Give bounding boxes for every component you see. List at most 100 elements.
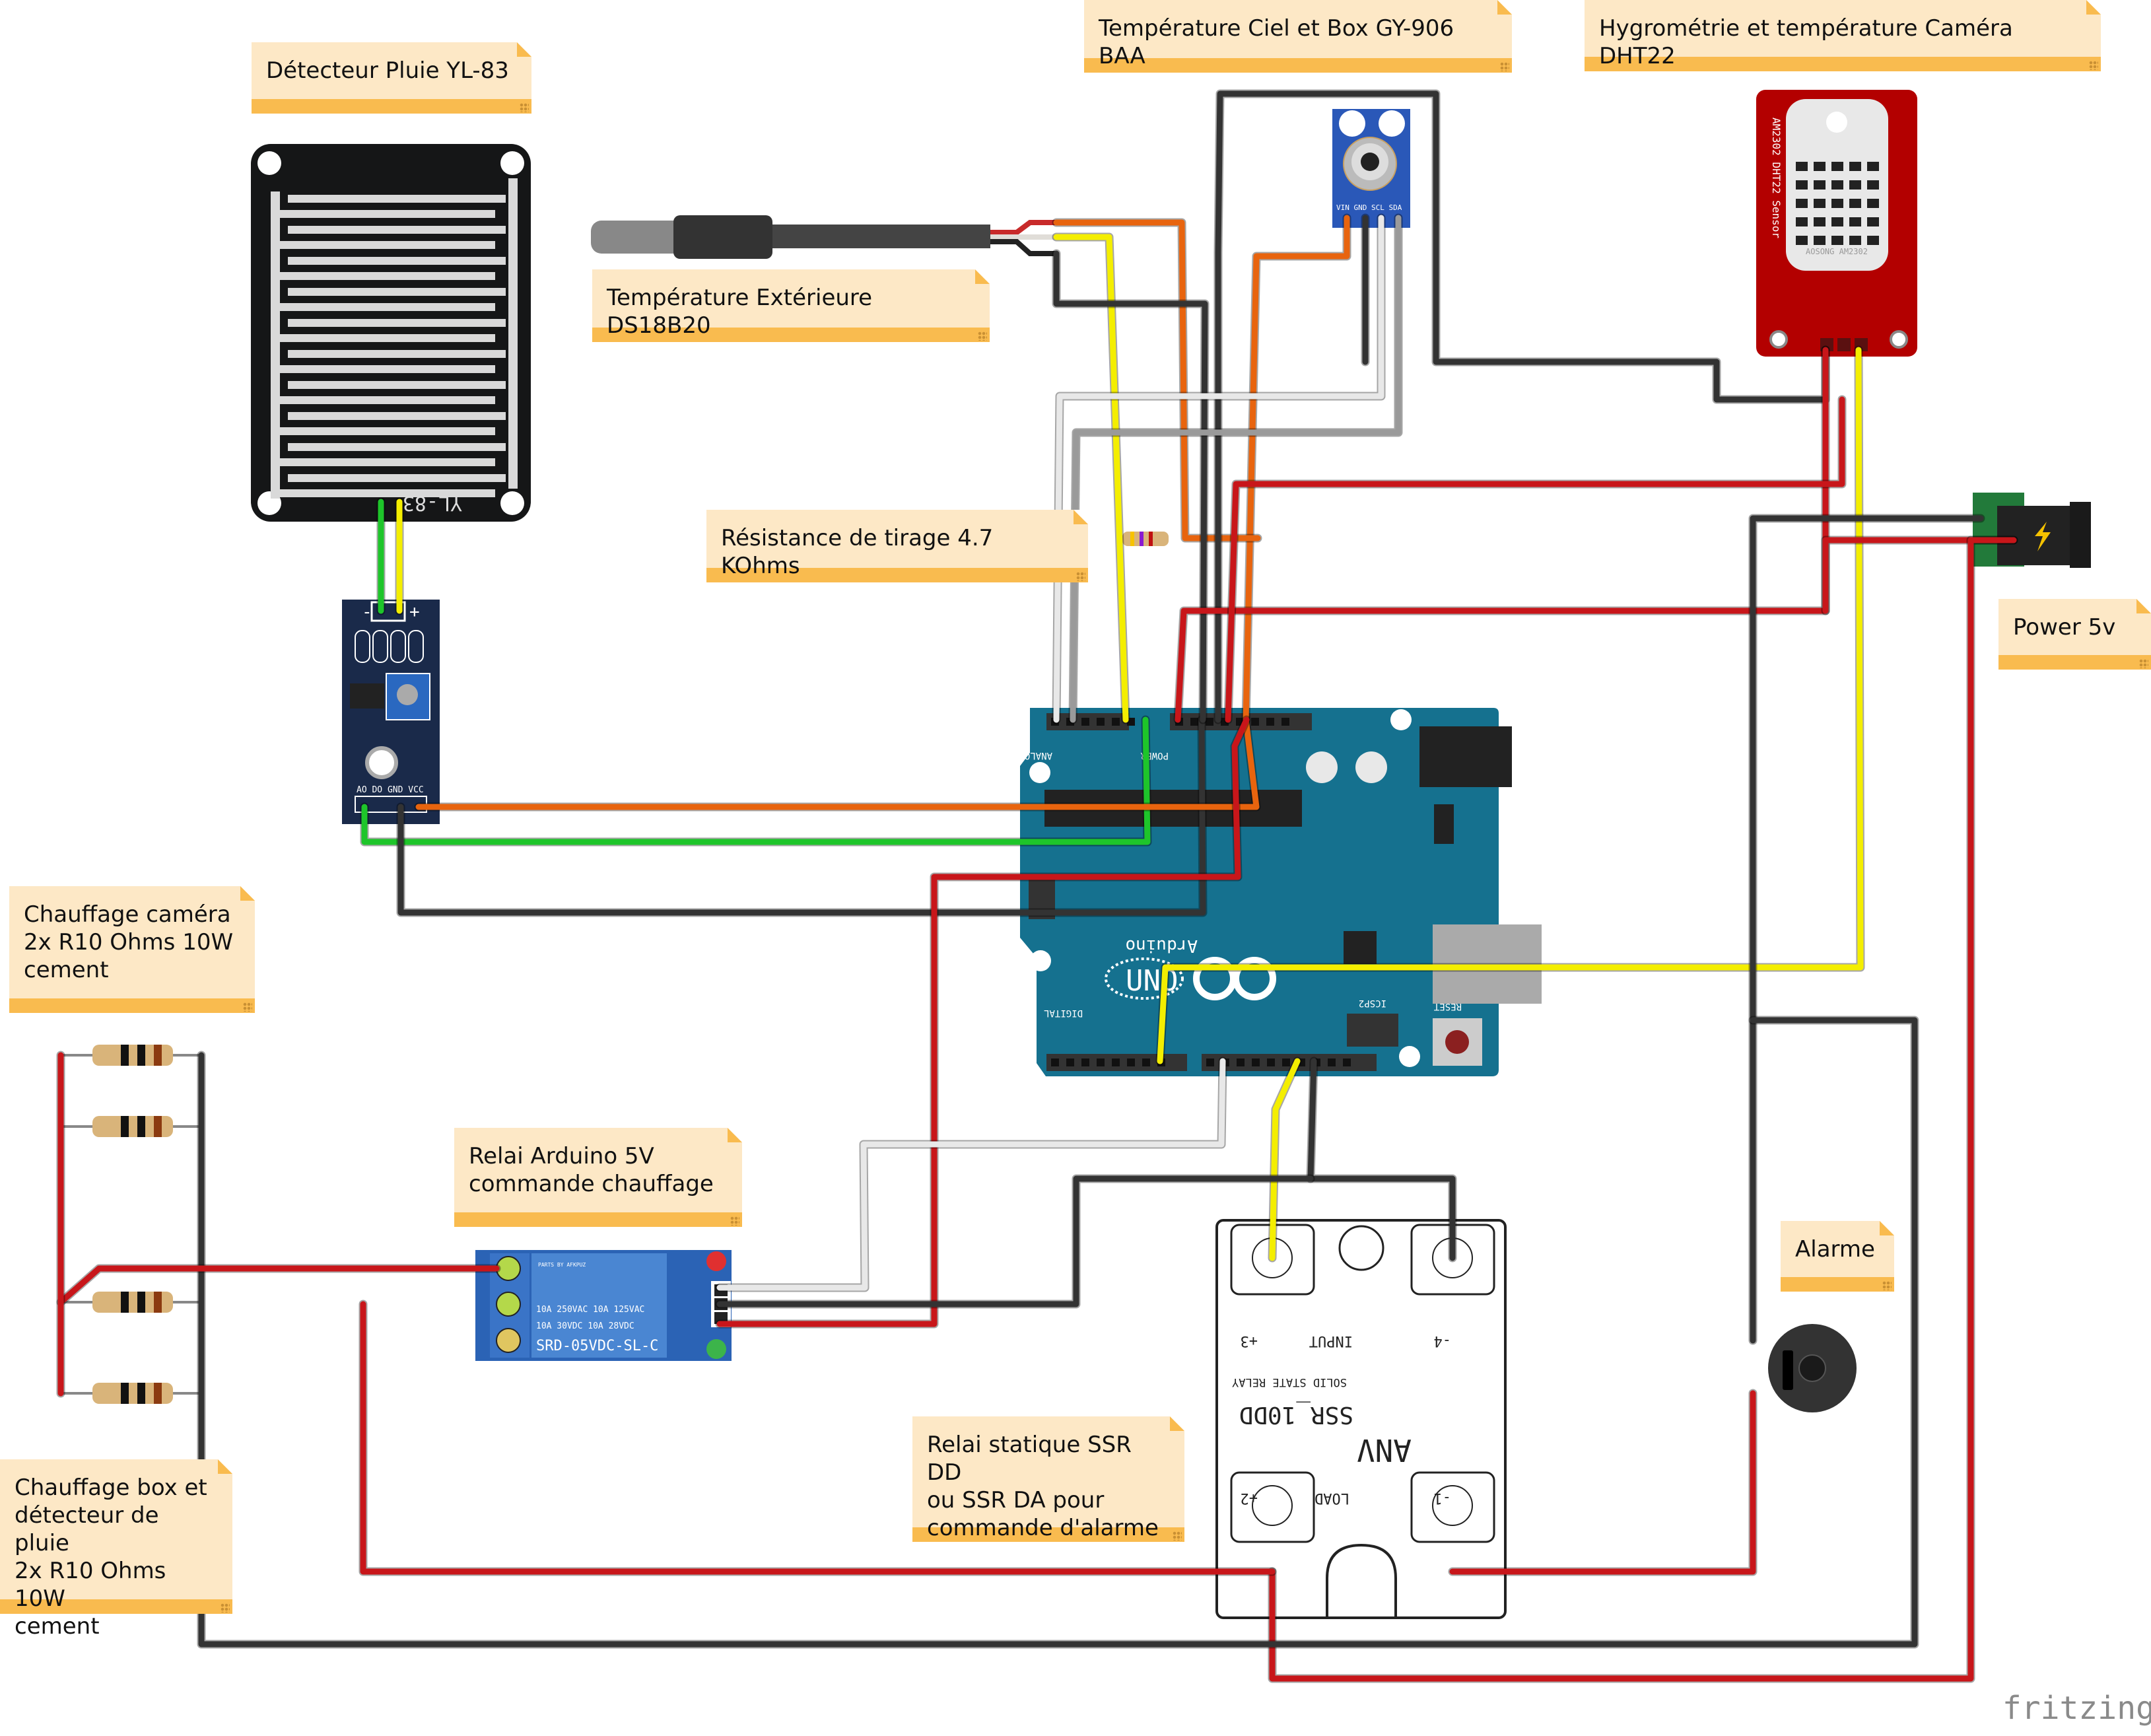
note-text: Détecteur Pluie YL-83 bbox=[266, 57, 509, 84]
header-pin[interactable] bbox=[1237, 1059, 1245, 1066]
wire-orange[interactable] bbox=[415, 215, 1350, 810]
reset-label: RESET bbox=[1433, 1001, 1462, 1012]
pullup-resistor[interactable] bbox=[1122, 532, 1169, 546]
header-pin[interactable] bbox=[1081, 718, 1089, 726]
header-pin[interactable] bbox=[1206, 1059, 1214, 1066]
wire-yellow[interactable] bbox=[1269, 1058, 1301, 1261]
note-text: Température Extérieure DS18B20 bbox=[607, 285, 873, 339]
note-dht22: Hygrométrie et température Caméra DHT22 bbox=[1585, 0, 2101, 71]
wire-green[interactable] bbox=[361, 716, 1151, 845]
arduino-uno[interactable]: UNO Arduino ANALOG IN POWER DIGITAL (PWM… bbox=[1000, 708, 1542, 1076]
wire-yellow[interactable] bbox=[1053, 234, 1129, 723]
power-resistor[interactable] bbox=[92, 1116, 173, 1137]
wire-orange[interactable] bbox=[1053, 219, 1261, 541]
note-text: Température Ciel et Box GY-906 BAA bbox=[1099, 15, 1454, 69]
rain-module-minus: - bbox=[362, 602, 372, 622]
note-text: Power 5v bbox=[2013, 614, 2116, 641]
header-pin[interactable] bbox=[1266, 718, 1274, 726]
icsp2-label: ICSP2 bbox=[1359, 998, 1386, 1008]
note-camera-heating: Chauffage caméra 2x R10 Ohms 10W cement bbox=[9, 886, 255, 1013]
header-pin[interactable] bbox=[1282, 1059, 1290, 1066]
rain-module-pin-labels: AO DO GND VCC bbox=[357, 785, 424, 795]
header-pin[interactable] bbox=[1112, 1059, 1120, 1066]
ssr-type: SOLID STATE RELAY bbox=[1232, 1375, 1347, 1389]
header-pin[interactable] bbox=[1142, 1059, 1150, 1066]
note-ext-temp: Température Extérieure DS18B20 bbox=[592, 269, 990, 342]
header-pin[interactable] bbox=[1097, 718, 1105, 726]
power-resistor[interactable] bbox=[92, 1045, 173, 1066]
ssr-model: SSR_10DD bbox=[1239, 1401, 1353, 1428]
rain-plate-label: YL-83 bbox=[403, 491, 462, 514]
header-pin[interactable] bbox=[1127, 1059, 1135, 1066]
note-sky-temp: Température Ciel et Box GY-906 BAA bbox=[1084, 0, 1512, 73]
header-pin[interactable] bbox=[1328, 1059, 1336, 1066]
ssr-load-label: LOAD bbox=[1314, 1490, 1349, 1506]
wire-red[interactable] bbox=[1449, 1390, 1756, 1575]
wire-yellow[interactable] bbox=[1157, 347, 1864, 1064]
header-pin[interactable] bbox=[1097, 1059, 1105, 1066]
note-text: Relai statique SSR DD ou SSR DA pour com… bbox=[927, 1432, 1159, 1541]
note-alarm: Alarme bbox=[1781, 1221, 1894, 1292]
wire-black[interactable] bbox=[1307, 1058, 1456, 1261]
header-pin[interactable] bbox=[1112, 718, 1120, 726]
header-pin[interactable] bbox=[1267, 1059, 1275, 1066]
header-pin[interactable] bbox=[1252, 1059, 1260, 1066]
gy906-sensor[interactable]: VIN GND SCL SDA bbox=[1332, 109, 1410, 228]
header-pin[interactable] bbox=[1066, 1059, 1074, 1066]
header-pin[interactable] bbox=[1081, 1059, 1089, 1066]
heating-resistors bbox=[61, 1045, 201, 1404]
wire-red[interactable] bbox=[360, 1301, 1276, 1575]
header-pin[interactable] bbox=[1343, 1059, 1351, 1066]
note-rain-detector: Détecteur Pluie YL-83 bbox=[252, 42, 531, 114]
rain-module-plus: + bbox=[409, 602, 420, 622]
header-pin[interactable] bbox=[1251, 718, 1259, 726]
header-pin[interactable] bbox=[1127, 718, 1135, 726]
digital-label: DIGITAL (PWM=~) bbox=[1000, 1008, 1083, 1018]
ssr-terminal-3: +3 bbox=[1241, 1333, 1258, 1349]
rain-plate[interactable]: YL-83 bbox=[251, 144, 531, 522]
ssr-terminal-1: -1 bbox=[1434, 1490, 1452, 1506]
wire-black[interactable] bbox=[1750, 515, 1984, 1344]
ssr-brand: ANV bbox=[1357, 1432, 1412, 1468]
ssr-terminal-4: -4 bbox=[1434, 1333, 1452, 1349]
wire-black[interactable] bbox=[716, 1175, 1314, 1307]
dht22-sensor[interactable]: AOSONG AM2302 AM2302 DHT22 Sensor bbox=[1756, 90, 1917, 357]
wire-black[interactable] bbox=[198, 1017, 1918, 1648]
wire-black[interactable] bbox=[1215, 90, 1829, 723]
header-pin[interactable] bbox=[1206, 718, 1213, 726]
relay-module[interactable]: PARTS BY AFKPUZ 10A 250VAC 10A 125VAC 10… bbox=[475, 1250, 732, 1361]
header-pin[interactable] bbox=[1190, 718, 1198, 726]
wire-red[interactable] bbox=[57, 1265, 500, 1305]
power-jack[interactable] bbox=[1973, 493, 2091, 568]
ds18b20-probe[interactable] bbox=[591, 215, 1056, 259]
wire-red[interactable] bbox=[1822, 537, 2017, 614]
wire-black[interactable] bbox=[1053, 250, 1208, 723]
dht22-brand: AOSONG AM2302 bbox=[1806, 247, 1868, 256]
note-pullup: Résistance de tirage 4.7 KOhms bbox=[706, 510, 1088, 582]
wire-red[interactable] bbox=[1175, 347, 1829, 723]
power-resistor[interactable] bbox=[92, 1383, 173, 1404]
relay-maker: PARTS BY AFKPUZ bbox=[538, 1262, 586, 1268]
wire-red[interactable] bbox=[1225, 396, 1845, 723]
note-box-heating: Chauffage box et détecteur de pluie 2x R… bbox=[0, 1459, 232, 1640]
rain-module[interactable]: - + AO DO GND VCC bbox=[342, 600, 440, 824]
relay-model: SRD-05VDC-SL-C bbox=[536, 1338, 658, 1354]
note-power: Power 5v bbox=[1998, 599, 2151, 670]
power-resistor[interactable] bbox=[92, 1292, 173, 1313]
alarm-buzzer[interactable] bbox=[1768, 1324, 1857, 1412]
analog-in-label: ANALOG IN bbox=[1002, 750, 1052, 761]
solid-state-relay[interactable]: +3 INPUT -4 SOLID STATE RELAY SSR_10DD A… bbox=[1215, 1219, 1507, 1619]
header-pin[interactable] bbox=[1281, 718, 1289, 726]
fritzing-watermark: fritzing bbox=[2002, 1690, 2151, 1727]
header-pin[interactable] bbox=[1051, 1059, 1059, 1066]
note-ssr: Relai statique SSR DD ou SSR DA pour com… bbox=[912, 1416, 1184, 1542]
arduino-brand: Arduino bbox=[1125, 936, 1198, 955]
wire-red[interactable] bbox=[716, 716, 1250, 1327]
wire-black[interactable] bbox=[397, 716, 1206, 916]
note-text: Chauffage box et détecteur de pluie 2x R… bbox=[15, 1475, 207, 1640]
wire-white[interactable] bbox=[716, 1058, 1226, 1291]
dht22-title: AM2302 DHT22 Sensor bbox=[1770, 118, 1783, 238]
relay-rating-1: 10A 250VAC 10A 125VAC bbox=[536, 1305, 644, 1315]
